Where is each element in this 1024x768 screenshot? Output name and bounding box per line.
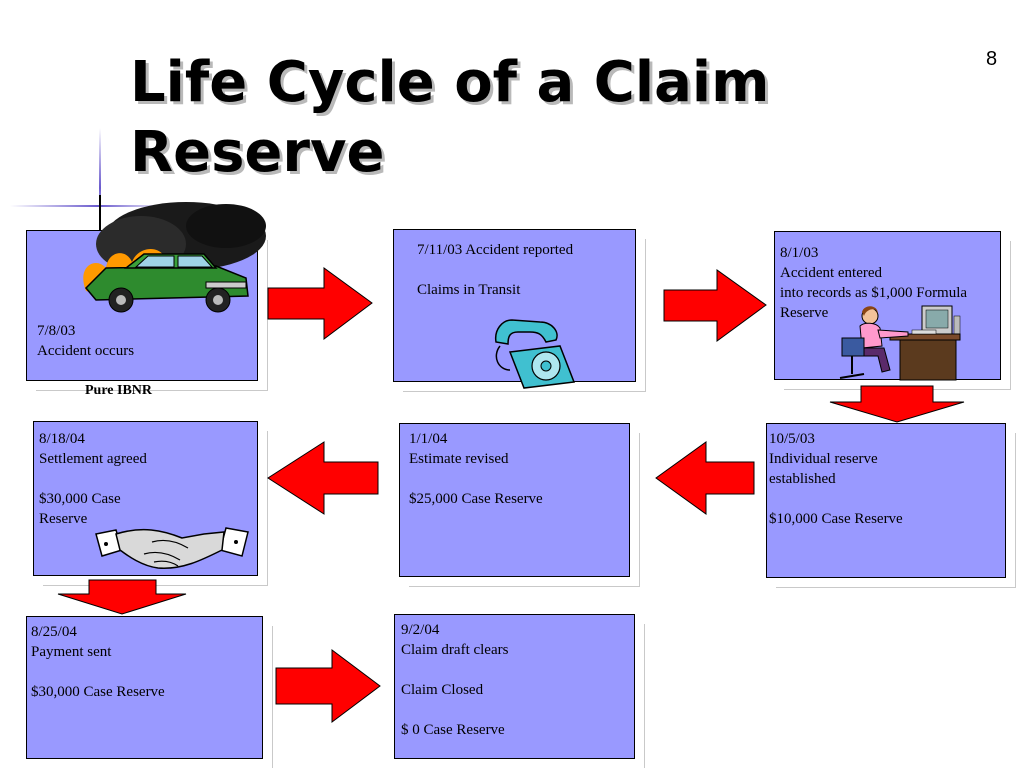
burning-car-icon bbox=[83, 202, 266, 313]
arrow-right-2 bbox=[663, 269, 767, 342]
decorative-short-vertical-line bbox=[99, 195, 101, 230]
arrow-right-1 bbox=[267, 267, 373, 340]
telephone-icon bbox=[494, 319, 576, 389]
box-accident-entered: 8/1/03 Accident entered into records as … bbox=[774, 231, 1001, 380]
decorative-horizontal-line bbox=[10, 205, 170, 207]
box-estimate-revised-text: 1/1/04 Estimate revised $25,000 Case Res… bbox=[409, 431, 543, 507]
box-settlement-agreed-text: 8/18/04 Settlement agreed $30,000 Case R… bbox=[39, 431, 147, 527]
box-claim-closed-text: 9/2/04 Claim draft clears Claim Closed $… bbox=[401, 622, 509, 738]
box-payment-sent: 8/25/04 Payment sent $30,000 Case Reserv… bbox=[26, 616, 263, 759]
arrow-down-2 bbox=[57, 579, 187, 615]
decorative-vertical-line bbox=[99, 128, 101, 228]
box-estimate-revised: 1/1/04 Estimate revised $25,000 Case Res… bbox=[399, 423, 630, 577]
box-accident-entered-text: 8/1/03 Accident entered into records as … bbox=[780, 245, 968, 321]
arrow-right-3 bbox=[275, 649, 381, 723]
arrow-down-1 bbox=[829, 385, 965, 423]
arrow-left-1 bbox=[655, 441, 755, 515]
box-individual-reserve: 10/5/03 Individual reserve established $… bbox=[766, 423, 1006, 578]
box-accident-reported-text: 7/11/03 Accident reported Claims in Tran… bbox=[417, 242, 574, 298]
box-accident-occurs-text: 7/8/03 Accident occurs bbox=[37, 323, 135, 359]
handshake-icon bbox=[95, 527, 249, 569]
slide-title: Life Cycle of a Claim Reserve bbox=[130, 50, 770, 185]
box-payment-sent-text: 8/25/04 Payment sent $30,000 Case Reserv… bbox=[31, 624, 165, 700]
arrow-left-2 bbox=[267, 441, 379, 515]
pure-ibnr-caption: Pure IBNR bbox=[85, 383, 153, 398]
box-claim-closed: 9/2/04 Claim draft clears Claim Closed $… bbox=[394, 614, 635, 759]
slide-number: 8 bbox=[986, 48, 998, 70]
box-individual-reserve-text: 10/5/03 Individual reserve established $… bbox=[769, 431, 903, 527]
person-at-computer-icon bbox=[839, 305, 961, 381]
